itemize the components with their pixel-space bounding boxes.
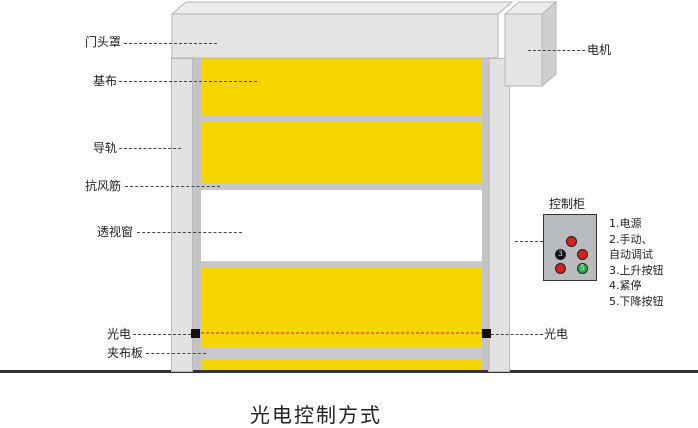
ground-line — [0, 370, 698, 373]
control-box: 3 5 — [543, 214, 597, 281]
vision-window — [201, 190, 482, 261]
curtain-panel-1 — [201, 58, 482, 116]
control-box-title: 控制柜 — [549, 197, 586, 211]
control-notes: 1.电源 2.手动、 自动调试 3.上升按钮 4.紧停 5.下降按钮 — [609, 216, 664, 309]
note-1: 1.电源 — [609, 217, 642, 230]
label-guide-rail: 导轨 — [93, 141, 118, 155]
up-button-icon — [577, 249, 588, 260]
label-wind-rib: 抗风筋 — [85, 179, 122, 193]
down-button-text: 5 — [580, 264, 585, 272]
label-head-cover: 门头罩 — [85, 35, 122, 49]
label-motor: 电机 — [587, 43, 612, 57]
leader-photo-right — [491, 334, 543, 335]
label-window: 透视窗 — [97, 225, 134, 239]
leader-wind-rib — [125, 186, 220, 187]
leader-head-cover — [124, 43, 217, 44]
down-button-icon: 5 — [577, 263, 588, 274]
label-clamp-plate: 夹布板 — [107, 346, 144, 360]
label-base-cloth: 基布 — [93, 74, 118, 88]
wind-rib-3 — [201, 261, 482, 267]
note-2b: 自动调试 — [609, 248, 653, 261]
clamp-plate-bar — [201, 347, 482, 360]
photo-sensor-right — [482, 329, 491, 338]
note-3: 3.上升按钮 — [609, 263, 664, 277]
leader-motor — [528, 50, 585, 51]
leader-guide-rail — [119, 148, 181, 149]
wind-rib-1 — [201, 116, 482, 122]
note-2: 2.手动、 — [609, 232, 653, 246]
leader-control-box — [515, 241, 543, 242]
leader-window — [137, 232, 242, 233]
label-photo-right: 光电 — [544, 327, 569, 341]
photo-sensor-left — [191, 329, 200, 338]
note-5: 5.下降按钮 — [609, 294, 664, 308]
power-button-icon — [566, 236, 577, 247]
leader-clamp-plate — [146, 353, 206, 354]
label-photo-left: 光电 — [107, 327, 132, 341]
left-rail-inner — [193, 58, 201, 370]
curtain-panel-bottom — [201, 360, 482, 370]
mode-switch-icon: 3 — [555, 249, 566, 260]
diagram-caption: 光电控制方式 — [250, 403, 382, 427]
right-rail-inner — [482, 58, 490, 370]
leader-photo-left — [133, 334, 191, 335]
stop-button-icon — [555, 263, 566, 274]
curtain-panel-3 — [201, 267, 482, 347]
leader-base-cloth — [119, 81, 257, 82]
mode-switch-text: 3 — [558, 250, 563, 258]
curtain-panel-2 — [201, 122, 482, 184]
note-4: 4.紧停 — [609, 279, 642, 292]
wind-rib-2 — [201, 184, 482, 190]
